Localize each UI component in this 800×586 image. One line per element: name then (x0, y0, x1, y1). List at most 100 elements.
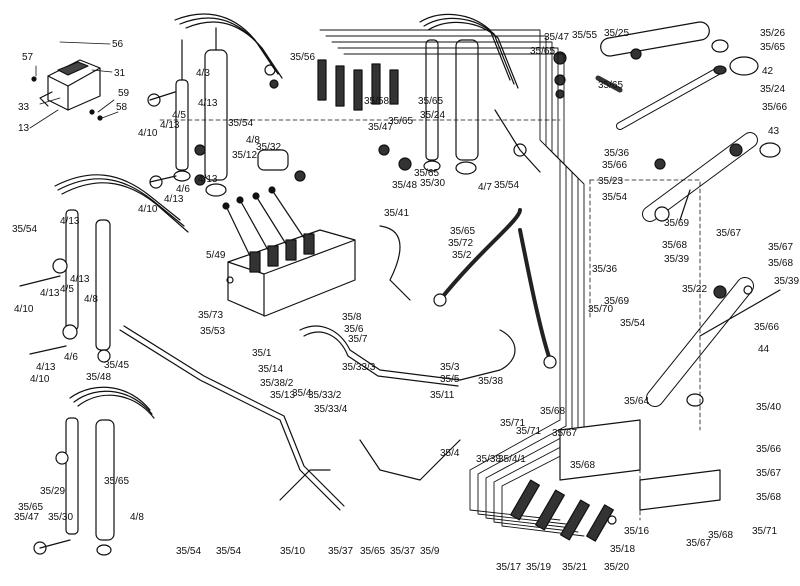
cylinder-pair-left-mid (19, 174, 189, 363)
part-label: 4/3 (196, 68, 210, 79)
bracket-plate (510, 419, 721, 542)
part-label: 4/13 (36, 362, 56, 373)
part-label: 4/6 (64, 352, 78, 363)
part-label: 35/67 (552, 428, 577, 439)
part-label: 35/40 (756, 402, 781, 413)
part-label-layer: 565731331359584/104/134/54/134/335/544/8… (12, 28, 799, 573)
part-label: 35/33/2 (308, 390, 342, 401)
part-label: 5/49 (206, 250, 226, 261)
part-label: 35/65 (18, 502, 43, 513)
part-label: 35/30 (48, 512, 73, 523)
part-label: 35/66 (602, 160, 627, 171)
part-label: 35/14 (258, 364, 283, 375)
part-label: 33 (18, 102, 30, 113)
part-label: 35/24 (420, 110, 445, 121)
part-label: 35/8 (342, 312, 362, 323)
part-label: 4/10 (14, 304, 34, 315)
part-label: 4/8 (246, 135, 260, 146)
part-label: 35/65 (388, 116, 413, 127)
part-label: 35/68 (708, 530, 733, 541)
part-label: 42 (762, 66, 774, 77)
part-label: 4/13 (198, 98, 218, 109)
part-label: 35/37 (390, 546, 415, 557)
part-label: 35/54 (12, 224, 37, 235)
part-label: 4/10 (138, 204, 158, 215)
control-valve-block (222, 149, 356, 317)
part-label: 43 (768, 126, 780, 137)
part-label: 35/70 (588, 304, 613, 315)
part-label: 35/68 (756, 492, 781, 503)
part-label: 35/16 (624, 526, 649, 537)
cylinder-pair-lower-left (33, 386, 155, 556)
leader-lines-topleft (29, 41, 119, 129)
part-label: 35/54 (216, 546, 241, 557)
part-label: 35/72 (448, 238, 473, 249)
part-label: 57 (22, 52, 34, 63)
part-label: 35/9 (420, 546, 440, 557)
part-label: 35/71 (752, 526, 777, 537)
part-label: 35/3 (440, 362, 460, 373)
part-label: 35/47 (14, 512, 39, 523)
center-pipes (119, 225, 516, 511)
part-label: 35/65 (530, 46, 555, 57)
part-label: 4/13 (60, 216, 80, 227)
part-label: 35/48 (86, 372, 111, 383)
part-label: 35/36 (604, 148, 629, 159)
part-label: 35/48 (392, 180, 417, 191)
part-label: 35/4 (440, 448, 460, 459)
part-label: 35/13 (270, 390, 295, 401)
part-label: 35/53 (200, 326, 225, 337)
part-label: 35/47 (368, 122, 393, 133)
part-label: 4/6 (176, 184, 190, 195)
part-label: 35/71 (516, 426, 541, 437)
cylinder-pair-upper-mid (378, 13, 541, 175)
cylinder-upper-right (553, 21, 759, 130)
drawing-layer (19, 13, 781, 556)
part-label: 4/13 (160, 120, 180, 131)
part-label: 35/65 (360, 546, 385, 557)
part-label: 58 (116, 102, 128, 113)
part-label: 35/68 (768, 258, 793, 269)
dashed-frame (159, 119, 701, 521)
part-label: 35/21 (562, 562, 587, 573)
part-label: 35/22 (682, 284, 707, 295)
part-label: 4/10 (138, 128, 158, 139)
part-label: 35/38 (478, 376, 503, 387)
part-label: 35/54 (602, 192, 627, 203)
part-label: 35/65 (450, 226, 475, 237)
part-label: 35/4/1 (498, 454, 526, 465)
part-label: 35/54 (176, 546, 201, 557)
part-label: 4/8 (130, 512, 144, 523)
part-label: 35/39 (774, 276, 799, 287)
part-label: 35/6 (344, 324, 364, 335)
part-label: 35/65 (418, 96, 443, 107)
part-label: 35/18 (610, 544, 635, 555)
part-label: 59 (118, 88, 130, 99)
part-label: 4/5 (60, 284, 74, 295)
part-label: 44 (758, 344, 770, 355)
part-label: 4/10 (30, 374, 50, 385)
part-label: 35/67 (716, 228, 741, 239)
part-label: 35/30 (420, 178, 445, 189)
part-label: 35/7 (348, 334, 368, 345)
part-label: 35/1 (252, 348, 272, 359)
part-label: 35/54 (620, 318, 645, 329)
part-label: 35/67 (756, 468, 781, 479)
part-label: 4/5 (172, 110, 186, 121)
part-label: 35/65 (760, 42, 785, 53)
part-label: 35/17 (496, 562, 521, 573)
part-label: 35/36 (592, 264, 617, 275)
part-label: 35/54 (228, 118, 253, 129)
part-label: 31 (114, 68, 126, 79)
part-label: 35/65 (598, 80, 623, 91)
part-label: 35/45 (104, 360, 129, 371)
part-label: 35/33/4 (314, 404, 348, 415)
part-label: 4/7 (478, 182, 492, 193)
part-label: 35/73 (198, 310, 223, 321)
part-label: 35/65 (414, 168, 439, 179)
cylinder-right (642, 132, 781, 222)
part-label: 35/4 (292, 388, 312, 399)
part-label: 35/39 (664, 254, 689, 265)
part-label: 35/24 (760, 84, 785, 95)
